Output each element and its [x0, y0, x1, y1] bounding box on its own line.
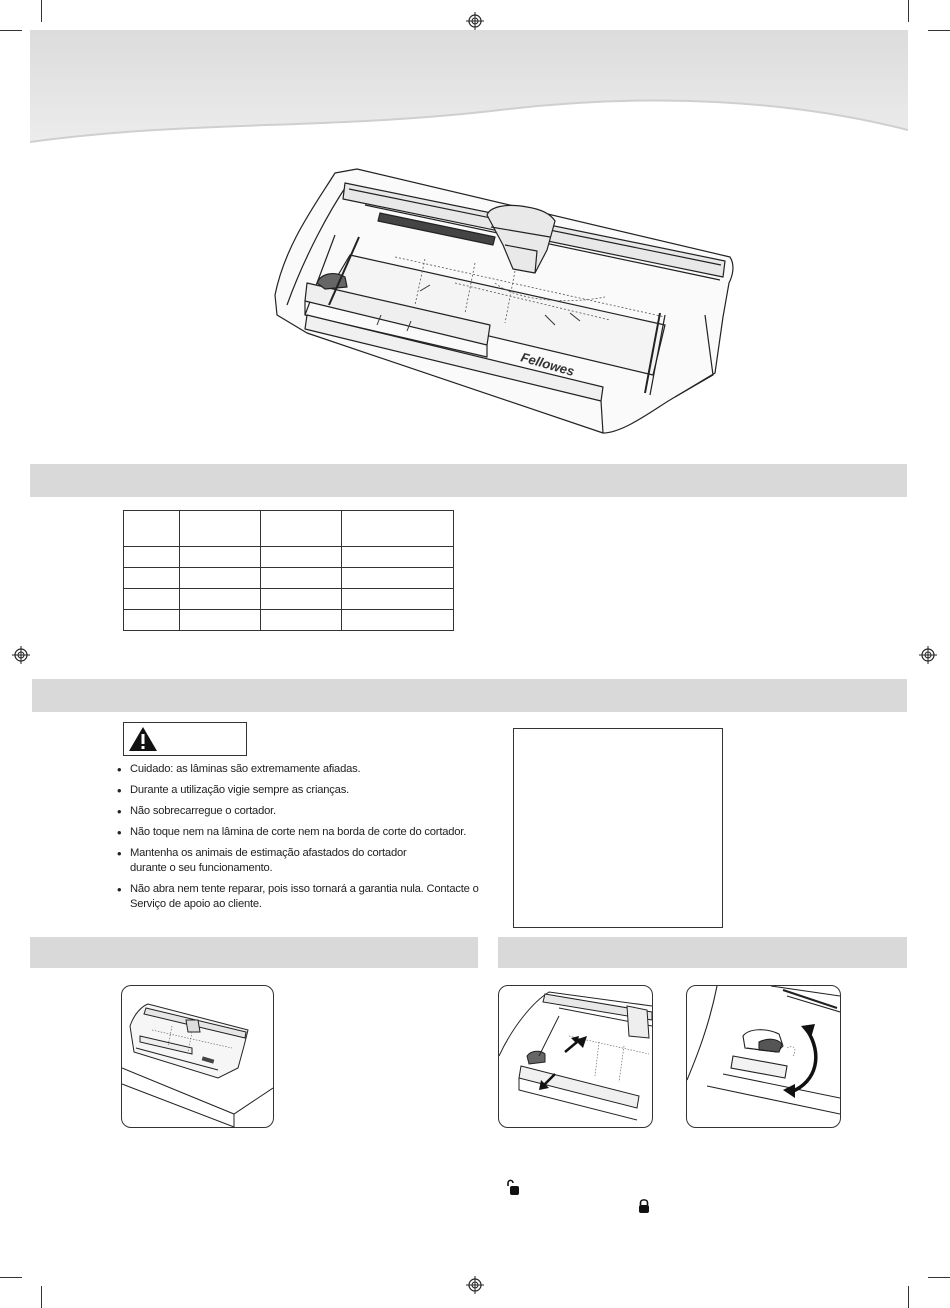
- table-cell: [123, 567, 180, 589]
- specifications-table: [123, 510, 454, 631]
- table-cell: [179, 510, 261, 547]
- illustration-frame-lock: [686, 985, 841, 1128]
- registration-mark-icon: [466, 1276, 484, 1294]
- crop-mark: [41, 1286, 42, 1308]
- table-cell: [260, 588, 342, 610]
- warning-triangle-icon: [129, 727, 157, 751]
- table-cell: [260, 510, 342, 547]
- table-row: [123, 609, 454, 631]
- list-item: • Cuidado: as lâminas são extremamente af…: [112, 762, 487, 777]
- table-cell: [123, 588, 180, 610]
- bullet-icon: •: [117, 825, 122, 840]
- table-cell: [179, 609, 261, 631]
- table-row: [123, 546, 454, 568]
- registration-mark-icon: [12, 646, 30, 664]
- info-box: [513, 728, 723, 928]
- registration-mark-icon: [919, 646, 937, 664]
- crop-mark: [0, 1277, 22, 1278]
- table-cell: [260, 567, 342, 589]
- section-header-band: [30, 937, 478, 968]
- list-item-text: Mantenha os animais de estimação afastad…: [130, 847, 407, 874]
- bullet-icon: •: [117, 762, 122, 777]
- bullet-icon: •: [117, 846, 122, 861]
- trimmer-on-table-illustration: [122, 1003, 273, 1127]
- list-item-text: Cuidado: as lâminas são extremamente afi…: [130, 763, 361, 775]
- lock-icon: [639, 1199, 649, 1213]
- bullet-icon: •: [117, 783, 122, 798]
- unlock-icon: [507, 1179, 519, 1195]
- section-header-band: [498, 937, 907, 968]
- bullet-icon: •: [117, 882, 122, 897]
- crop-mark: [928, 30, 950, 31]
- list-item-text: Não abra nem tente reparar, pois isso to…: [130, 883, 479, 910]
- table-cell: [341, 546, 454, 568]
- crop-mark: [928, 1277, 950, 1278]
- table-cell: [179, 588, 261, 610]
- table-cell: [341, 567, 454, 589]
- crop-mark: [0, 30, 22, 31]
- registration-mark-icon: [466, 12, 484, 30]
- table-cell: [341, 588, 454, 610]
- table-cell: [341, 510, 454, 547]
- table-cell: [260, 546, 342, 568]
- lock-knob-closeup-illustration: [687, 986, 840, 1115]
- crop-mark: [908, 0, 909, 22]
- list-item: • Mantenha os animais de estimação afasta…: [112, 846, 430, 876]
- table-cell: [341, 609, 454, 631]
- illustration-frame-unlock: [498, 985, 653, 1128]
- list-item-text: Durante a utilização vigie sempre as cri…: [130, 784, 350, 796]
- paper-trimmer-illustration: Fellowes: [274, 168, 734, 434]
- table-cell: [123, 510, 180, 547]
- table-cell: [260, 609, 342, 631]
- header-swoosh: [30, 30, 908, 143]
- section-header-band: [32, 679, 907, 712]
- table-cell: [123, 546, 180, 568]
- list-item-text: Não toque nem na lâmina de corte nem na …: [130, 826, 467, 838]
- bullet-icon: •: [117, 804, 122, 819]
- table-cell: [123, 609, 180, 631]
- warning-label: [123, 722, 247, 756]
- table-row: [123, 588, 454, 610]
- list-item: • Durante a utilização vigie sempre as cr…: [112, 783, 487, 798]
- safety-list: • Cuidado: as lâminas são extremamente af…: [112, 762, 487, 918]
- list-item: • Não sobrecarregue o cortador.: [112, 804, 487, 819]
- list-item: • Não toque nem na lâmina de corte nem na…: [112, 825, 487, 840]
- illustration-frame-placement: [121, 985, 274, 1128]
- list-item: • Não abra nem tente reparar, pois isso t…: [112, 882, 487, 912]
- table-row: [123, 567, 454, 589]
- section-header-band: [30, 464, 907, 497]
- table-header-row: [123, 510, 454, 547]
- list-item-text: Não sobrecarregue o cortador.: [130, 805, 276, 817]
- crop-mark: [908, 1286, 909, 1308]
- table-cell: [179, 567, 261, 589]
- crop-mark: [41, 0, 42, 22]
- table-cell: [179, 546, 261, 568]
- trimmer-rail-illustration: [499, 991, 652, 1121]
